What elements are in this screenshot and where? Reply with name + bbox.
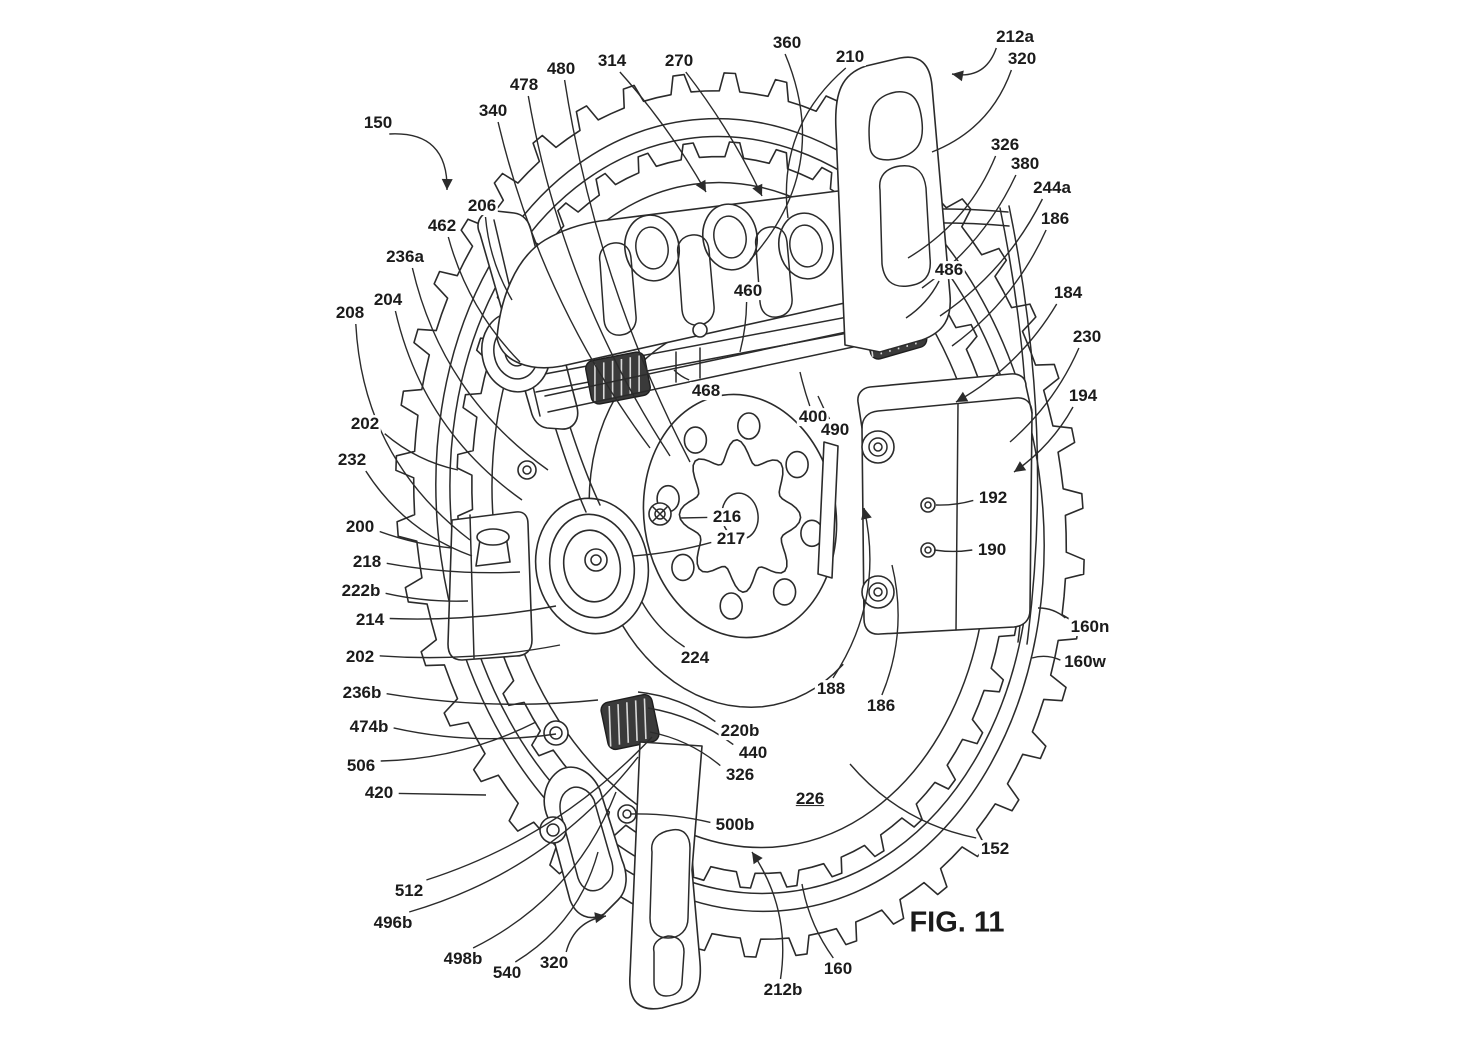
ref-label-212a-8: 212a [994,27,1036,47]
ref-label-200-38: 200 [343,517,377,537]
ref-label-217-51: 217 [714,529,748,549]
ref-label-230-16: 230 [1070,327,1104,347]
ref-label-360-6: 360 [770,33,804,53]
ref-label-150-0: 150 [361,113,395,133]
ref-label-480-3: 480 [544,59,578,79]
crank-arm-lower [629,741,703,1010]
ref-label-468-47: 468 [689,381,723,401]
ref-label-500b-58: 500b [713,815,757,835]
ref-label-214-35: 214 [353,610,387,630]
ref-label-490-49: 490 [818,420,852,440]
ref-label-152-22: 152 [978,839,1012,859]
ref-label-218-37: 218 [350,552,384,572]
ref-label-314-4: 314 [595,51,629,71]
leader-lines [355,47,1080,980]
ref-label-486-14: 486 [932,260,966,280]
chain-guard-strip [1008,205,1039,645]
ref-label-474b-32: 474b [347,717,391,737]
ref-label-184-15: 184 [1051,283,1085,303]
ref-label-190-19: 190 [975,540,1009,560]
ref-label-208-41: 208 [333,303,367,323]
ref-label-244a-12: 244a [1031,178,1073,198]
chainring-inner-edge [435,117,1045,913]
ref-label-326-57: 326 [723,765,757,785]
right-battery-box [857,373,1033,635]
ref-label-188-53: 188 [814,679,848,699]
ref-label-186-13: 186 [1038,209,1072,229]
ref-label-194-17: 194 [1066,386,1100,406]
crank-arm-upper [834,56,952,353]
ref-label-160-23: 160 [821,959,855,979]
ref-label-498b-27: 498b [441,949,485,969]
ref-label-236a-43: 236a [384,247,426,267]
ref-label-540-26: 540 [490,963,524,983]
ref-label-506-31: 506 [344,756,378,776]
ref-label-380-11: 380 [1008,154,1042,174]
hub-side-strip [817,441,839,579]
ref-label-512-29: 512 [392,881,426,901]
ref-label-440-56: 440 [736,743,770,763]
ref-label-204-42: 204 [371,290,405,310]
ref-label-220b-55: 220b [718,721,762,741]
ref-label-232-39: 232 [335,450,369,470]
figure-caption: FIG. 11 [909,906,1005,939]
roller-coil [600,693,660,751]
ref-label-320-9: 320 [1005,49,1039,69]
top-bracket-plate [496,186,909,413]
ref-label-222b-36: 222b [339,581,383,601]
ref-label-160w-21: 160w [1062,652,1108,672]
ref-label-192-18: 192 [976,488,1010,508]
ref-label-202-40: 202 [348,414,382,434]
ref-label-420-30: 420 [362,783,396,803]
ref-label-326-10: 326 [988,135,1022,155]
ref-label-186-54: 186 [864,696,898,716]
ref-label-160n-20: 160n [1068,617,1112,637]
ref-label-224-52: 224 [678,648,712,668]
ref-label-226-59: 226 [793,789,827,809]
ref-label-206-45: 206 [465,196,499,216]
ref-label-210-7: 210 [833,47,867,67]
ref-label-340-1: 340 [476,101,510,121]
ref-label-270-5: 270 [662,51,696,71]
ref-label-460-46: 460 [731,281,765,301]
ref-label-496b-28: 496b [371,913,415,933]
ref-label-478-2: 478 [507,75,541,95]
ref-label-236b-33: 236b [340,683,384,703]
axle-spring-coil [585,351,651,405]
ref-label-462-44: 462 [425,216,459,236]
ref-label-212b-24: 212b [761,980,805,1000]
ref-label-202-34: 202 [343,647,377,667]
ref-label-216-50: 216 [710,507,744,527]
ref-label-320-25: 320 [537,953,571,973]
left-actuator-box [447,460,672,661]
